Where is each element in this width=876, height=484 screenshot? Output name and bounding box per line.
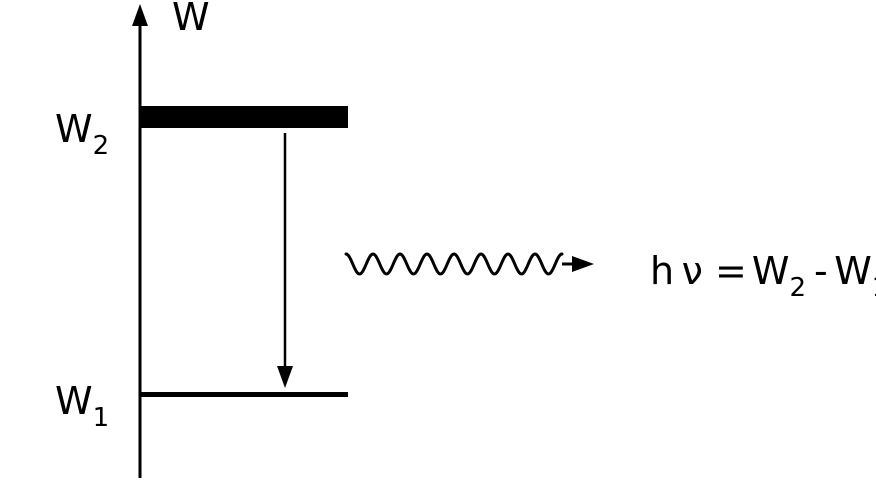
upper-level-label: W2: [55, 107, 109, 161]
lower-level-symbol: W: [55, 379, 93, 423]
equation-term1-symbol: W: [752, 249, 790, 293]
energy-axis-arrowhead: [132, 4, 148, 26]
upper-level-bar: [140, 106, 348, 128]
energy-equation: h ν = W2-W1: [650, 249, 876, 303]
photon-wave: [344, 252, 564, 276]
energy-axis-label: W: [172, 0, 210, 39]
photon-arrowhead: [572, 256, 594, 272]
lower-level-subscript: 1: [93, 403, 110, 433]
equation-term2-subscript: 1: [872, 273, 876, 303]
lower-level-bar: [140, 392, 348, 397]
transition-arrowhead: [277, 366, 293, 388]
lower-level-label: W1: [55, 379, 109, 433]
equation-term1-subscript: 2: [790, 273, 807, 303]
equation-term2-symbol: W: [834, 249, 872, 293]
upper-level-symbol: W: [55, 107, 93, 151]
equation-operator: -: [814, 249, 826, 293]
upper-level-subscript: 2: [93, 131, 110, 161]
equation-lhs: h ν =: [650, 249, 747, 293]
